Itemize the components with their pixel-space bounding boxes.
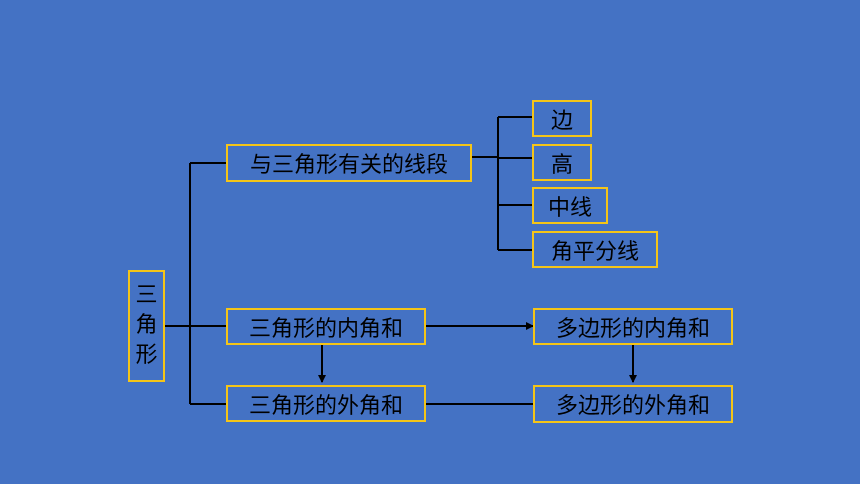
node-triangle-exterior-angles: 三角形的外角和: [226, 385, 426, 422]
node-median: 中线: [532, 187, 608, 224]
node-side: 边: [532, 100, 592, 137]
node-height: 高: [532, 144, 592, 181]
root-char: 形: [135, 343, 158, 368]
root-char: 角: [135, 313, 158, 338]
node-triangle-segments: 与三角形有关的线段: [226, 144, 472, 182]
root-char: 三: [135, 283, 158, 308]
node-polygon-interior-angles: 多边形的内角和: [533, 308, 733, 345]
node-polygon-exterior-angles: 多边形的外角和: [533, 385, 733, 423]
node-triangle-interior-angles: 三角形的内角和: [226, 308, 426, 345]
root-node-triangle: 三 角 形: [128, 270, 165, 382]
node-angle-bisector: 角平分线: [532, 231, 658, 268]
